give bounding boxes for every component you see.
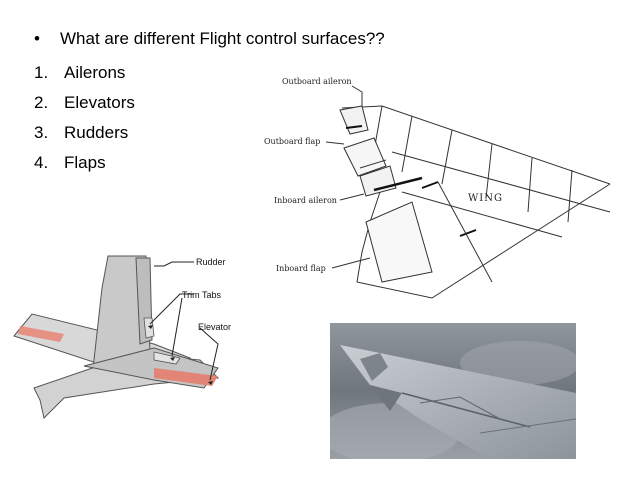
control-surface-list: 1. Ailerons 2. Elevators 3. Rudders 4. Flaps [34,58,135,178]
list-item: 2. Elevators [34,88,135,118]
label-outboard-aileron: Outboard aileron [282,77,352,86]
label-rudder: Rudder [196,257,226,267]
slide-question: • What are different Flight control surfa… [34,28,385,50]
tail-diagram: Rudder Trim Tabs Elevator [4,248,266,428]
wing-diagram-drawing: Outboard aileron Outboard flap Inboard a… [264,77,611,299]
label-wing: WING [468,193,503,204]
bullet-symbol: • [34,29,40,48]
list-item: 1. Ailerons [34,58,135,88]
list-item: 3. Rudders [34,118,135,148]
label-inboard-flap: Inboard flap [276,264,326,273]
item-number: 1. [34,63,49,82]
label-elevator: Elevator [198,322,231,332]
label-outboard-flap: Outboard flap [264,137,320,146]
tail-diagram-drawing: Rudder Trim Tabs Elevator [13,255,231,419]
item-label: Rudders [64,123,129,142]
item-number: 2. [34,93,49,112]
wing-photo-image [330,323,576,459]
question-text: What are different Flight control surfac… [60,29,385,48]
list-item: 4. Flaps [34,148,135,178]
item-number: 3. [34,123,49,142]
wing-photo [330,323,576,459]
item-label: Ailerons [64,63,126,82]
item-label: Elevators [64,93,135,112]
item-label: Flaps [64,153,106,172]
wing-diagram: Outboard aileron Outboard flap Inboard a… [262,72,618,300]
label-trim-tabs: Trim Tabs [182,290,222,300]
item-number: 4. [34,153,49,172]
label-inboard-aileron: Inboard aileron [274,196,337,205]
